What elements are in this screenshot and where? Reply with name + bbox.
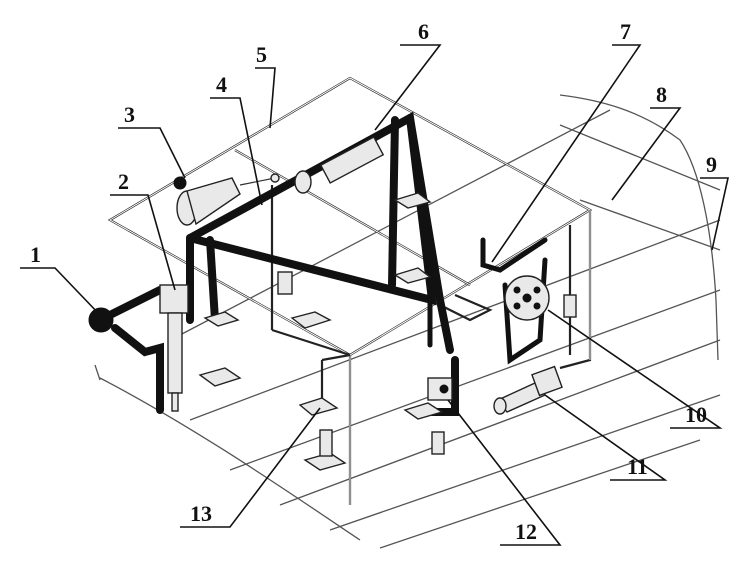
- callout-11: 11: [627, 454, 648, 479]
- roller-part-6: [294, 136, 385, 194]
- callout-1: 1: [30, 242, 41, 267]
- callout-6: 6: [418, 19, 429, 44]
- leader-lines: [20, 44, 729, 546]
- pulley-part-10: [480, 237, 550, 365]
- knob-part-1: [88, 307, 114, 333]
- callout-7: 7: [620, 19, 631, 44]
- drive-rods: [96, 111, 459, 416]
- actuator-part-2: [159, 284, 189, 412]
- callout-8: 8: [656, 82, 667, 107]
- pads: [198, 192, 577, 471]
- motor-part-3: [173, 173, 280, 226]
- callout-9: 9: [706, 152, 717, 177]
- callout-5: 5: [256, 42, 267, 67]
- callout-3: 3: [124, 102, 135, 127]
- track-rails: [94, 94, 721, 549]
- callout-12: 12: [515, 519, 537, 544]
- callout-13: 13: [190, 501, 212, 526]
- cylinder-part-11: [493, 365, 563, 415]
- callout-2: 2: [118, 169, 129, 194]
- callout-4: 4: [216, 72, 227, 97]
- callout-10: 10: [685, 402, 707, 427]
- block-part-12: [427, 377, 453, 401]
- callout-labels: 1 2 3 4 5 6 7 8 9 10 11 12 13: [30, 19, 717, 544]
